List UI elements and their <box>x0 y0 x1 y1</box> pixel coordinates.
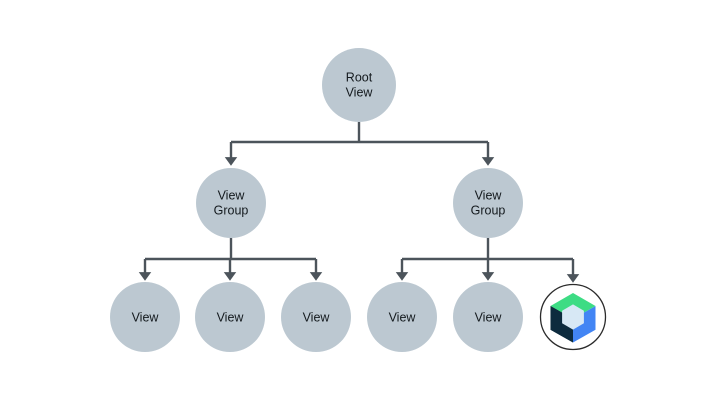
connector-group-left <box>138 238 323 281</box>
compose-logo-inner-hexagon <box>562 304 584 330</box>
node-leaf-view-3[interactable]: View <box>281 282 351 352</box>
jetpack-compose-logo-icon <box>550 293 596 343</box>
compose-logo-right-face <box>573 306 596 343</box>
node-leaf-view-5[interactable]: View <box>453 282 523 352</box>
node-view-group-left[interactable]: View Group <box>196 168 266 238</box>
node-leaf-view-3-circle <box>281 282 351 352</box>
node-root-view[interactable]: Root View <box>322 48 396 122</box>
node-leaf-view-4[interactable]: View <box>367 282 437 352</box>
node-view-group-right-circle <box>453 168 523 238</box>
node-root-view-circle <box>322 48 396 122</box>
connector-group-right <box>395 238 580 283</box>
node-leaf-view-2[interactable]: View <box>195 282 265 352</box>
node-leaf-view-2-circle <box>195 282 265 352</box>
node-leaf-compose[interactable] <box>539 283 607 351</box>
node-view-group-left-circle <box>196 168 266 238</box>
node-view-group-right[interactable]: View Group <box>453 168 523 238</box>
node-leaf-view-1[interactable]: View <box>110 282 180 352</box>
node-leaf-view-4-circle <box>367 282 437 352</box>
connector-group-level-0 <box>224 122 495 166</box>
node-leaf-view-1-circle <box>110 282 180 352</box>
node-leaf-view-5-circle <box>453 282 523 352</box>
compose-logo-notch <box>550 306 573 343</box>
